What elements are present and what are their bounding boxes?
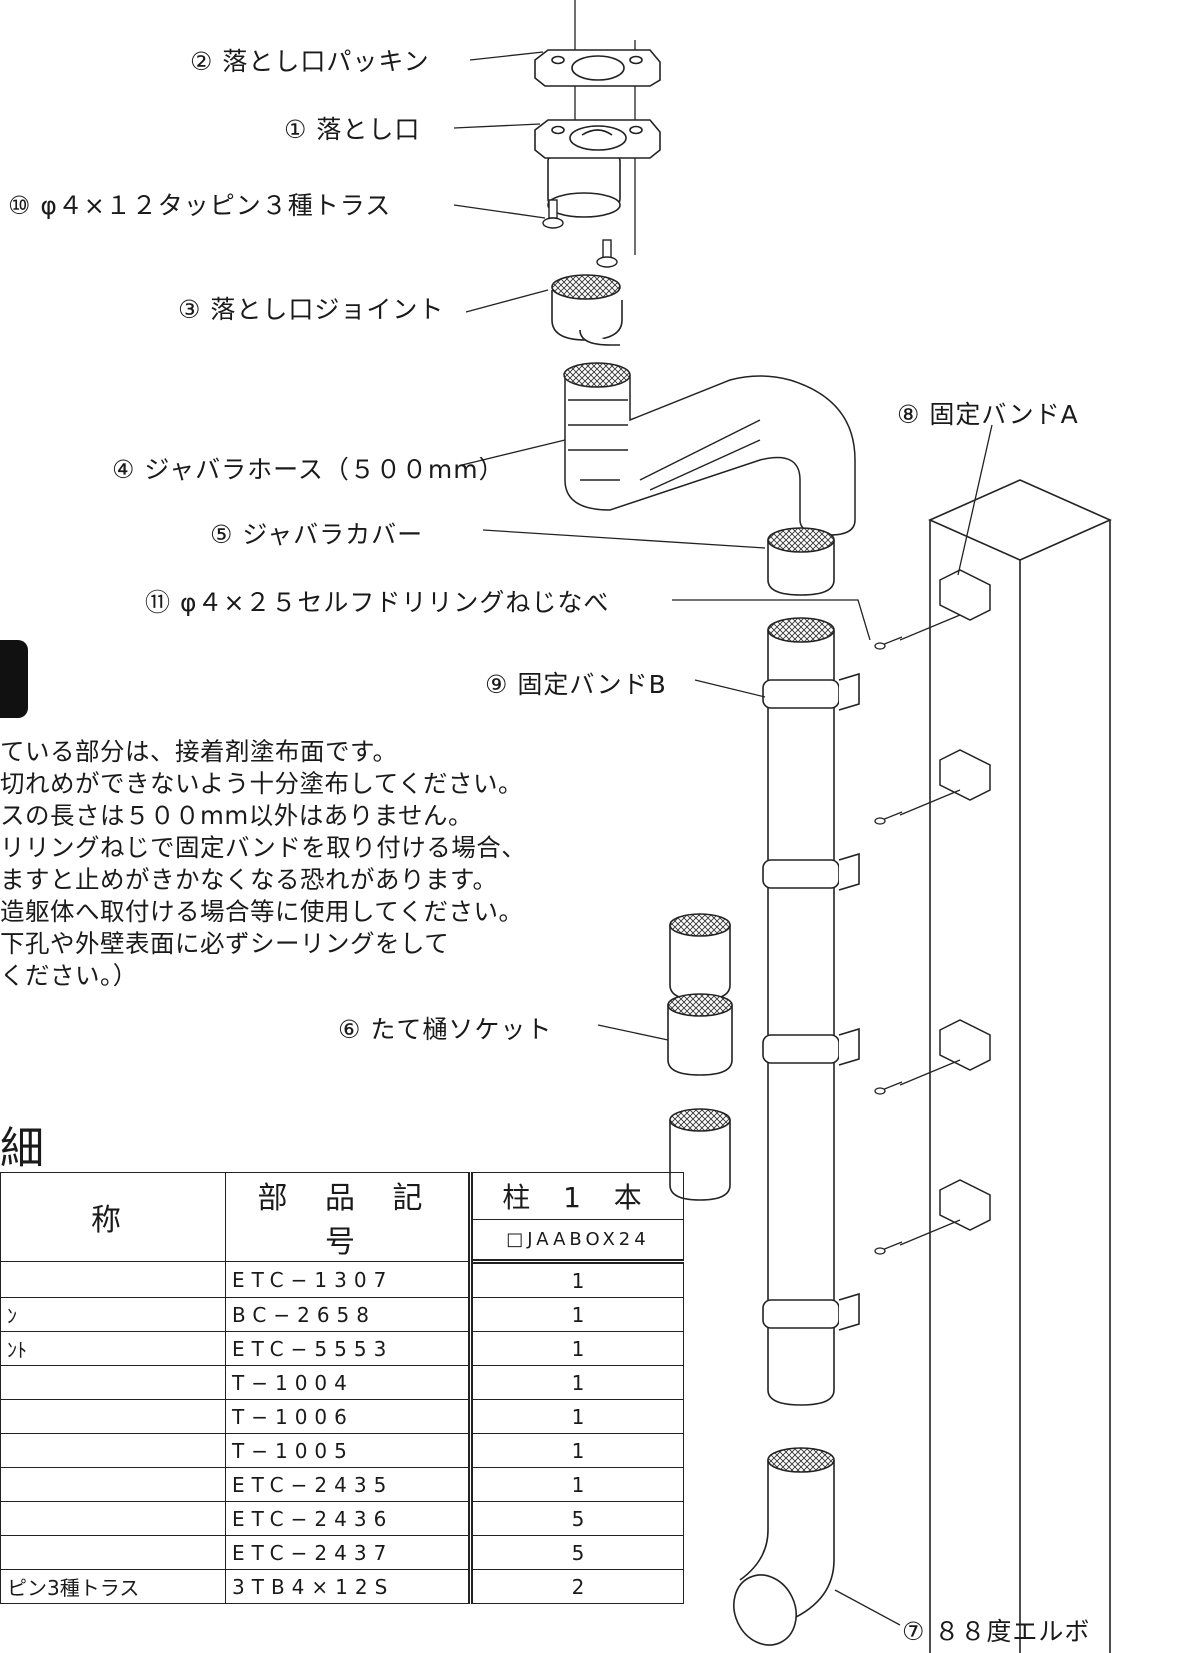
row-name	[0, 1261, 226, 1298]
row-name	[0, 1399, 226, 1434]
sockets-6	[667, 913, 733, 1201]
row-code: BC−2658	[225, 1297, 473, 1332]
table-row: ETC−2437 5	[0, 1535, 684, 1570]
row-qty: 1	[470, 1433, 684, 1468]
drain-outlet-1	[534, 119, 661, 218]
note-line: ますと止めがきかなくなる恐れがあります。	[0, 865, 498, 894]
section-title: 細	[0, 1123, 44, 1174]
note-line: ください。）	[0, 961, 138, 990]
row-code: ETC−2437	[225, 1535, 473, 1570]
packing-2	[534, 49, 661, 87]
table-row: T−1005 1	[0, 1433, 684, 1468]
callout-bellows-cover: ⑤ ジャバラカバー	[210, 520, 424, 549]
callout-socket: ⑥ たて樋ソケット	[338, 1015, 553, 1044]
row-qty: 1	[470, 1467, 684, 1502]
row-name: ﾝ	[0, 1297, 226, 1332]
row-code: T−1006	[225, 1399, 473, 1434]
row-code: T−1005	[225, 1433, 473, 1468]
post	[928, 479, 1112, 1653]
bellows-cover-5	[767, 527, 835, 596]
callout-bellows-hose: ④ ジャバラホース（５００mm）	[112, 455, 505, 484]
notes-section-tab	[0, 640, 28, 718]
table-row: ETC−1307 1	[0, 1261, 684, 1298]
row-name	[0, 1501, 226, 1536]
bellows-hose-4	[563, 362, 856, 536]
row-code: T−1004	[225, 1365, 473, 1400]
row-qty: 2	[470, 1569, 684, 1604]
callout-drain-joint: ③ 落とし口ジョイント	[178, 295, 445, 324]
row-name	[0, 1433, 226, 1468]
table-header-row: 称 部 品 記 号 柱 1 本	[0, 1172, 684, 1262]
header-model: □JAABOX24	[470, 1218, 684, 1265]
header-count: 柱 1 本	[470, 1172, 684, 1220]
parts-table: 称 部 品 記 号 柱 1 本 □JAABOX24 ETC−1307 1 ﾝ B…	[0, 1172, 684, 1604]
callout-elbow: ⑦ ８８度エルボ	[902, 1617, 1091, 1646]
table-row: T−1006 1	[0, 1399, 684, 1434]
row-qty: 5	[470, 1501, 684, 1536]
joint-3	[551, 274, 623, 346]
row-qty: 1	[470, 1365, 684, 1400]
callout-band-a: ⑧ 固定バンドA	[897, 400, 1079, 429]
downpipe	[762, 617, 860, 1406]
row-code: 3TB4×12S	[225, 1569, 473, 1604]
row-name: ﾝﾄ	[0, 1331, 226, 1366]
table-row: ETC−2435 1	[0, 1467, 684, 1502]
callout-band-b: ⑨ 固定バンドB	[485, 670, 667, 699]
row-qty: 1	[470, 1331, 684, 1366]
note-line: 下孔や外壁表面に必ずシーリングをして	[0, 929, 450, 958]
table-row: ﾝﾄ ETC−5553 1	[0, 1331, 684, 1366]
header-name: 称	[0, 1172, 226, 1262]
row-code: ETC−2435	[225, 1467, 473, 1502]
drill-screws-11	[874, 614, 961, 1255]
row-name	[0, 1467, 226, 1502]
note-line: 造躯体へ取付ける場合等に使用してください。	[0, 897, 524, 926]
bands-a-8	[939, 569, 991, 1231]
row-name: ピン3種トラス	[0, 1569, 226, 1604]
tapping-screws-10	[542, 199, 618, 268]
callout-drill-screw: ⑪ φ４×２５セルフドリリングねじなべ	[145, 588, 610, 617]
note-line: 切れめができないよう十分塗布してください。	[0, 769, 524, 798]
table-row: ETC−2436 5	[0, 1501, 684, 1536]
row-code: ETC−1307	[225, 1261, 473, 1298]
row-qty: 1	[470, 1297, 684, 1332]
leader-lines	[453, 51, 993, 1626]
row-qty: 5	[470, 1535, 684, 1570]
row-name	[0, 1365, 226, 1400]
table-header-row-2: □JAABOX24	[1, 1218, 684, 1265]
row-qty: 1	[470, 1399, 684, 1434]
row-name	[0, 1535, 226, 1570]
header-part-code: 部 品 記 号	[225, 1172, 473, 1262]
table-row: T−1004 1	[0, 1365, 684, 1400]
note-line: スの長さは５００mm以外はありません。	[0, 801, 473, 830]
callout-packing: ② 落とし口パッキン	[190, 47, 430, 76]
table-row: ﾝ BC−2658 1	[0, 1297, 684, 1332]
row-code: ETC−5553	[225, 1331, 473, 1366]
callout-tapping-screw: ⑩ φ４×１２タッピン３種トラス	[8, 191, 392, 220]
row-qty: 1	[470, 1261, 684, 1298]
elbow-7	[733, 1447, 835, 1646]
note-line: リリングねじで固定バンドを取り付ける場合、	[0, 833, 527, 862]
callout-drain-outlet: ① 落とし口	[284, 115, 421, 144]
note-line: ている部分は、接着剤塗布面です。	[0, 737, 398, 766]
row-code: ETC−2436	[225, 1501, 473, 1536]
table-row: ピン3種トラス 3TB4×12S 2	[0, 1569, 684, 1604]
